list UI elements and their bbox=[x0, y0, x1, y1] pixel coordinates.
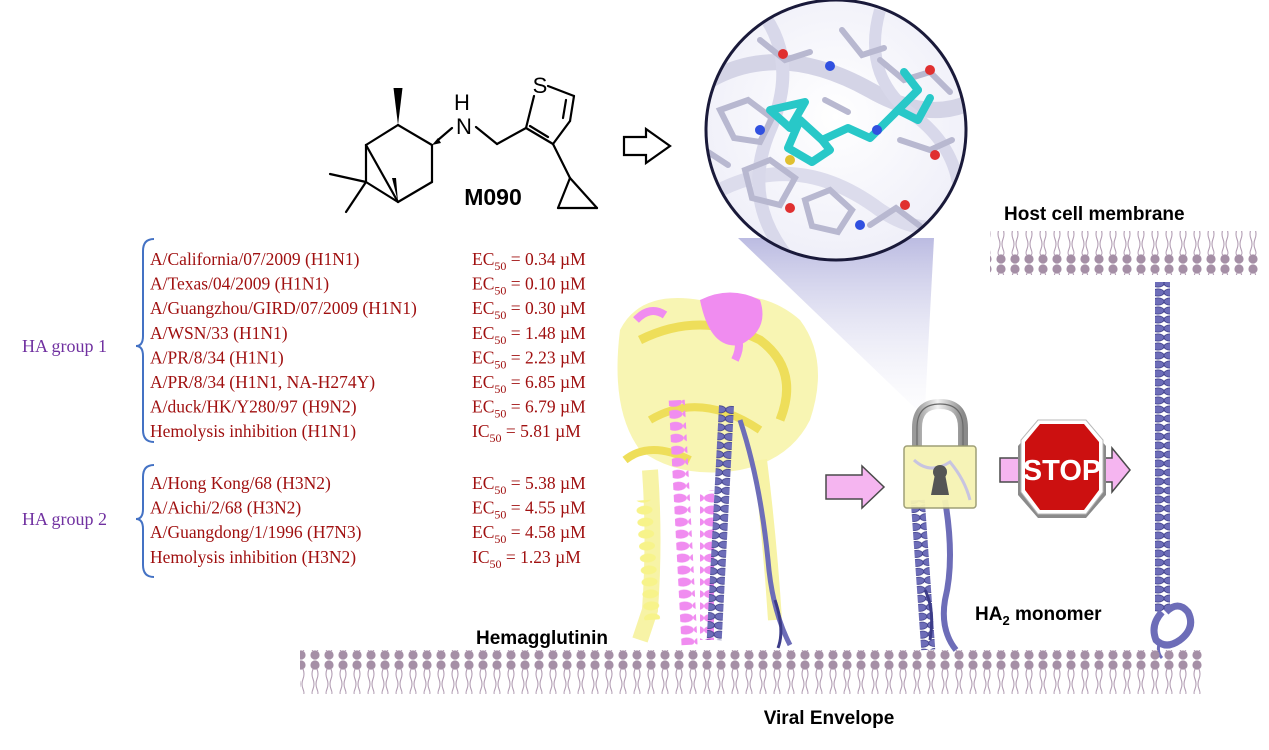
strain-name: Hemolysis inhibition (H3N2) bbox=[150, 547, 356, 567]
group-1-bracket bbox=[135, 238, 155, 443]
host-cell-membrane bbox=[990, 231, 1260, 275]
padlock-icon bbox=[903, 398, 977, 509]
zoom-cone bbox=[738, 238, 934, 408]
activity-value: IC50 = 5.81 µM bbox=[472, 421, 581, 445]
hemagglutinin-trimer bbox=[617, 292, 818, 649]
viral-envelope-label: Viral Envelope bbox=[764, 708, 895, 729]
hollow-arrow-icon bbox=[622, 126, 672, 166]
strain-name: A/WSN/33 (H1N1) bbox=[150, 323, 288, 343]
activity-value: EC50 = 1.48 µM bbox=[472, 323, 586, 347]
wedge-bond bbox=[392, 178, 398, 202]
viral-envelope-membrane bbox=[300, 650, 1206, 694]
host-membrane-label: Host cell membrane bbox=[1004, 204, 1185, 225]
chemical-structure bbox=[328, 84, 599, 214]
compound-name: M090 bbox=[464, 184, 522, 210]
activity-value: EC50 = 2.23 µM bbox=[472, 347, 586, 371]
wedge-bond bbox=[432, 138, 441, 145]
hemagglutinin-label: Hemagglutinin bbox=[476, 628, 608, 649]
activity-value: EC50 = 0.10 µM bbox=[472, 274, 586, 298]
atom-label-s: S bbox=[533, 73, 548, 98]
atom-label-n: N bbox=[456, 114, 472, 139]
activity-value: IC50 = 1.23 µM bbox=[472, 547, 581, 571]
strain-name: A/PR/8/34 (H1N1, NA-H274Y) bbox=[150, 372, 375, 392]
stop-sign-icon bbox=[1018, 419, 1106, 518]
strain-name: A/Guangzhou/GIRD/07/2009 (H1N1) bbox=[150, 298, 417, 318]
activity-table: A/California/07/2009 (H1N1) EC50 = 0.34 µ… bbox=[150, 249, 586, 571]
activity-value: EC50 = 4.58 µM bbox=[472, 522, 586, 546]
right-arrow-icon bbox=[825, 464, 886, 510]
group-2-bracket bbox=[135, 464, 155, 578]
activity-value: EC50 = 6.79 µM bbox=[472, 397, 586, 421]
strain-name: Hemolysis inhibition (H1N1) bbox=[150, 421, 356, 441]
binding-site-zoom bbox=[704, 0, 968, 262]
ha2-monomer-label: HA2 monomer bbox=[975, 604, 1102, 628]
ha2-extended-helix bbox=[1150, 282, 1195, 660]
activity-value: EC50 = 0.34 µM bbox=[472, 249, 586, 273]
group-1-label: HA group 1 bbox=[22, 336, 107, 356]
stop-sign-text: STOP bbox=[1023, 455, 1101, 487]
atom-label-h: H bbox=[454, 90, 470, 115]
strain-name: A/Guangdong/1/1996 (H7N3) bbox=[150, 522, 362, 542]
activity-value: EC50 = 6.85 µM bbox=[472, 372, 586, 396]
activity-value: EC50 = 4.55 µM bbox=[472, 498, 586, 522]
strain-name: A/Texas/04/2009 (H1N1) bbox=[150, 274, 329, 294]
activity-value: EC50 = 0.30 µM bbox=[472, 298, 586, 322]
group-2-label: HA group 2 bbox=[22, 509, 107, 529]
strain-name: A/Hong Kong/68 (H3N2) bbox=[150, 473, 331, 493]
ha2-locked-monomer bbox=[910, 499, 959, 652]
strain-name: A/duck/HK/Y280/97 (H9N2) bbox=[150, 397, 357, 417]
strain-name: A/California/07/2009 (H1N1) bbox=[150, 249, 360, 269]
strain-name: A/Aichi/2/68 (H3N2) bbox=[150, 498, 301, 518]
wedge-bond bbox=[393, 88, 403, 125]
activity-value: EC50 = 5.38 µM bbox=[472, 473, 586, 497]
strain-name: A/PR/8/34 (H1N1) bbox=[150, 347, 284, 367]
